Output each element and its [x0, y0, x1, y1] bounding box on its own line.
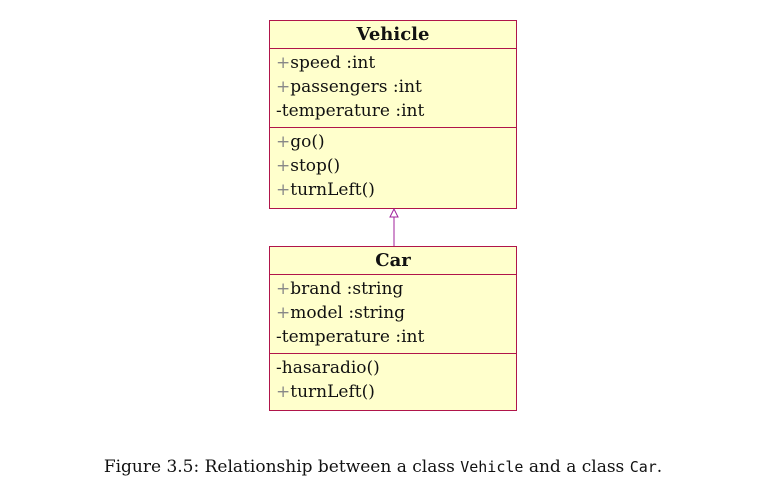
visibility-marker: -: [276, 101, 282, 121]
class-name: Car: [270, 247, 516, 275]
attribute: +speed :int: [276, 51, 516, 75]
method: +turnLeft(): [276, 178, 516, 202]
attribute: +brand :string: [276, 277, 516, 301]
attribute-text: model :string: [290, 303, 406, 323]
figure-caption: Figure 3.5: Relationship between a class…: [0, 455, 766, 479]
class-vehicle: Vehicle +speed :int +passengers :int -te…: [269, 20, 517, 209]
method-text: stop(): [290, 156, 341, 176]
inheritance-arrowhead: [389, 207, 399, 218]
method: +turnLeft(): [276, 380, 516, 404]
caption-class-vehicle: Vehicle: [460, 458, 524, 476]
attribute: +model :string: [276, 301, 516, 325]
method: +stop(): [276, 154, 516, 178]
caption-class-car: Car: [629, 458, 657, 476]
attribute: -temperature :int: [276, 99, 516, 123]
visibility-marker: +: [276, 180, 291, 200]
visibility-marker: +: [276, 279, 291, 299]
methods-section: -hasaradio() +turnLeft(): [270, 354, 516, 404]
class-name: Vehicle: [270, 21, 516, 49]
method: +go(): [276, 130, 516, 154]
attribute-text: brand :string: [290, 279, 404, 299]
attribute-text: speed :int: [290, 53, 376, 73]
visibility-marker: -: [276, 358, 282, 378]
attribute-text: temperature :int: [281, 101, 425, 121]
visibility-marker: +: [276, 132, 291, 152]
caption-prefix: Figure 3.5: Relationship between a class: [103, 457, 461, 477]
attribute-text: passengers :int: [290, 77, 422, 97]
method-text: turnLeft(): [290, 382, 375, 402]
visibility-marker: +: [276, 53, 291, 73]
visibility-marker: +: [276, 156, 291, 176]
visibility-marker: +: [276, 382, 291, 402]
attribute: +passengers :int: [276, 75, 516, 99]
visibility-marker: +: [276, 77, 291, 97]
method-text: go(): [290, 132, 325, 152]
methods-section: +go() +stop() +turnLeft(): [270, 128, 516, 202]
attributes-section: +speed :int +passengers :int -temperatur…: [270, 49, 516, 128]
caption-suffix: .: [656, 457, 663, 477]
attribute: -temperature :int: [276, 325, 516, 349]
visibility-marker: +: [276, 303, 291, 323]
inheritance-arrow: [389, 207, 399, 246]
attribute-text: temperature :int: [281, 327, 425, 347]
method-text: hasaradio(): [281, 358, 380, 378]
class-car: Car +brand :string +model :string -tempe…: [269, 246, 517, 411]
method: -hasaradio(): [276, 356, 516, 380]
visibility-marker: -: [276, 327, 282, 347]
caption-middle: and a class: [523, 457, 630, 477]
attributes-section: +brand :string +model :string -temperatu…: [270, 275, 516, 354]
method-text: turnLeft(): [290, 180, 375, 200]
